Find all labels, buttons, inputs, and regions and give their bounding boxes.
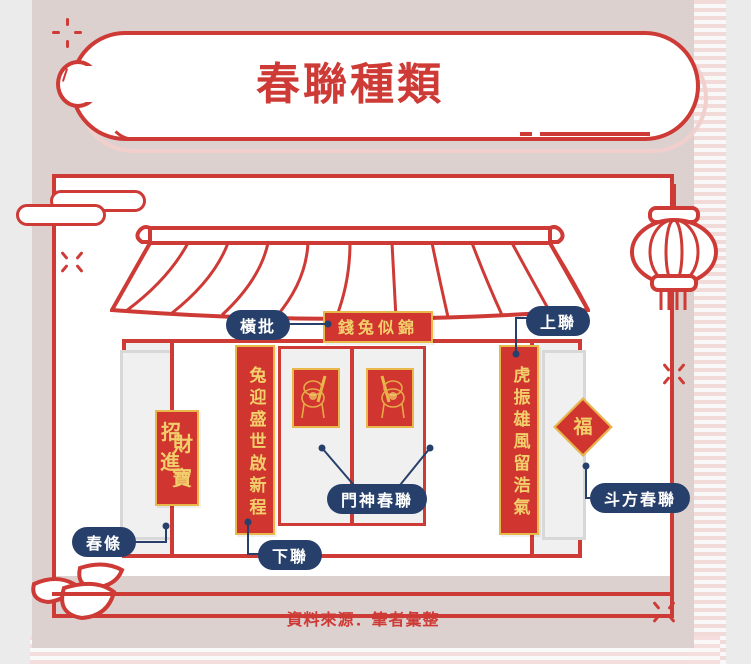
scene-frame <box>52 174 674 618</box>
spring-strip-char: 財 <box>173 432 193 456</box>
door-god-leader-lines <box>318 444 434 491</box>
door-god-figure-icon <box>366 368 414 428</box>
source-note: 資料來源：筆者彙整 <box>286 610 440 629</box>
spring-strip-glyphs: 招 財 進 寶 <box>157 412 197 504</box>
lower-couplet-paper: 兔迎盛世啟新程 <box>235 345 275 535</box>
label-lower-couplet[interactable]: 下聯 <box>258 540 323 570</box>
spring-strip-char: 寶 <box>172 466 192 490</box>
spring-strip-leader-line <box>130 522 170 543</box>
title-banner <box>70 31 700 141</box>
spring-strip-char: 進 <box>160 450 180 474</box>
label-door-god-couplet[interactable]: 門神春聯 <box>327 484 428 514</box>
upper-couplet-paper: 虎振雄風留浩氣 <box>499 345 539 535</box>
footer-divider <box>52 592 674 596</box>
sparkle-x-icon <box>662 362 686 386</box>
title-knob-mask <box>86 66 104 102</box>
title-banner-arc <box>106 112 151 141</box>
spring-strip-paper: 招 財 進 寶 <box>155 410 199 506</box>
label-square-couplet[interactable]: 斗方春聯 <box>590 483 691 513</box>
spring-strip-char: 招 <box>161 420 181 444</box>
label-spring-strip[interactable]: 春條 <box>72 527 137 557</box>
label-horizontal-banner[interactable]: 橫批 <box>226 310 291 340</box>
sparkle-x-icon <box>60 250 84 274</box>
label-upper-couplet[interactable]: 上聯 <box>526 306 591 336</box>
title-underline-dash <box>520 132 532 136</box>
sparkle-plus-icon <box>52 18 82 48</box>
door-god-figure-icon <box>292 368 340 428</box>
door-center-divider <box>350 349 354 523</box>
horizontal-banner-paper: 錢兔似錦 <box>323 311 433 343</box>
cloud-ornament-icon <box>16 190 146 234</box>
title-underline <box>540 132 650 136</box>
lantern-icon <box>628 184 720 318</box>
fu-character: 福 <box>573 416 593 438</box>
temple-storefront: 錢兔似錦 兔迎盛世啟新程 虎振雄風留浩氣 招 財 進 <box>110 210 613 580</box>
page-title: 春聯種類 <box>256 59 444 110</box>
